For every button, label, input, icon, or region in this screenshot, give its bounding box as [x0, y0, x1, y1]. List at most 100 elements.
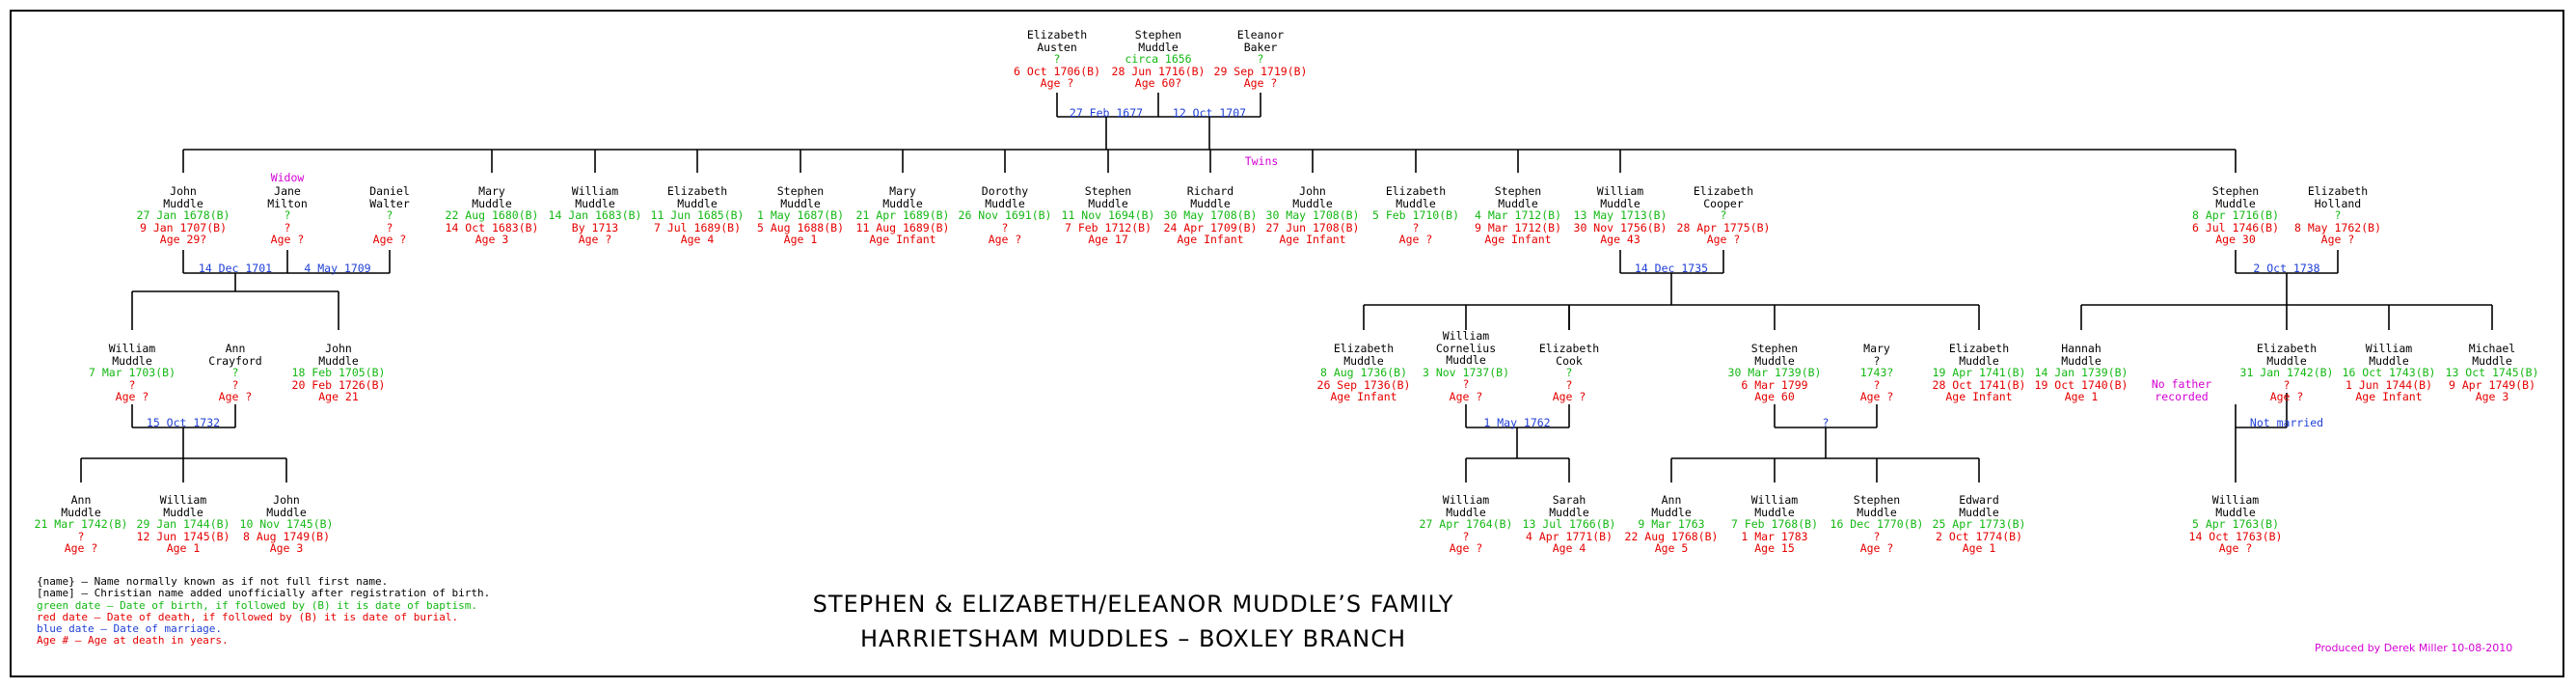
- person-death: 8 May 1762(B): [2293, 220, 2382, 234]
- person-birth: 5 Feb 1710(B): [1371, 208, 1460, 222]
- person-age: Age Infant: [1484, 233, 1552, 246]
- person-death: 28 Jun 1716(B): [1111, 64, 1206, 78]
- person-birth: 11 Jun 1685(B): [650, 208, 745, 222]
- person-name: Muddle: [575, 196, 615, 210]
- person-name: William: [1442, 493, 1490, 507]
- legend-entry: {name} – Name normally known as if not f…: [37, 575, 389, 588]
- person-age: Age ?: [1449, 541, 1483, 555]
- person-name: John: [1299, 184, 1326, 198]
- person-age: Age 3: [2475, 390, 2509, 403]
- person-death: 7 Feb 1712(B): [1064, 220, 1152, 234]
- person-age: Age ?: [1706, 233, 1741, 246]
- person-death: ?: [386, 220, 393, 234]
- person-name: Muddle: [163, 196, 203, 210]
- person-death: ?: [128, 377, 136, 392]
- person-birth: 1 May 1687(B): [756, 208, 845, 222]
- person-name: Muddle: [318, 353, 359, 368]
- person-name: Hannah: [2061, 342, 2101, 355]
- person-name: Elizabeth: [1948, 342, 2010, 355]
- person-birth: 5 Apr 1763(B): [2191, 517, 2279, 531]
- person-age: Age ?: [1859, 390, 1894, 403]
- person-name: Walter: [369, 196, 410, 210]
- marriage-date-m-cook: 1 May 1762: [1483, 416, 1551, 429]
- person-birth: 9 Mar 1763: [1638, 517, 1705, 531]
- person-name: Muddle: [2472, 353, 2512, 368]
- person-name: Elizabeth: [1333, 342, 1395, 355]
- legend-entry: Age # – Age at death in years.: [37, 634, 229, 648]
- person-age: Age ?: [2218, 541, 2253, 555]
- person-age: Age Infant: [1279, 233, 1346, 246]
- person-age: Age 30: [2215, 233, 2256, 246]
- person-name: Stephen: [776, 184, 825, 198]
- person-name: William: [1442, 329, 1490, 343]
- person-age: Age ?: [1398, 233, 1433, 246]
- person-death: ?: [1873, 377, 1881, 392]
- person-death: 14 Oct 1763(B): [2188, 529, 2283, 543]
- person-age: Age ?: [372, 233, 407, 246]
- legend-entry: [name] – Christian name added unofficial…: [37, 587, 491, 600]
- person-name: Muddle: [677, 196, 718, 210]
- person-birth: 7 Feb 1768(B): [1730, 517, 1819, 531]
- person-name: Elizabeth: [1026, 28, 1088, 41]
- person-name: Muddle: [1959, 353, 1999, 368]
- person-age: Age ?: [578, 233, 612, 246]
- person-name: Stephen: [1494, 184, 1542, 198]
- person-age: Age 1: [2064, 390, 2099, 403]
- person-name: Muddle: [2215, 196, 2256, 210]
- person-birth: 8 Apr 1716(B): [2191, 208, 2280, 222]
- person-death: 28 Apr 1775(B): [1676, 220, 1771, 234]
- person-age: Age 17: [1088, 233, 1128, 246]
- person-birth: ?: [284, 208, 291, 222]
- person-death: 9 Jan 1707(B): [139, 220, 227, 234]
- person-death: 27 Jun 1708(B): [1265, 220, 1360, 234]
- person-birth: 22 Aug 1680(B): [445, 208, 539, 222]
- person-name: Stephen: [1853, 493, 1901, 507]
- person-name: Muddle: [1343, 353, 1384, 368]
- person-name: William: [1596, 184, 1644, 198]
- person-name: Michael: [2468, 342, 2516, 355]
- person-birth: 13 May 1713(B): [1573, 208, 1668, 222]
- person-birth: 30 May 1708(B): [1163, 208, 1258, 222]
- person-name: Muddle: [1498, 196, 1538, 210]
- person-name: Holland: [2314, 196, 2362, 210]
- chart-frame: [10, 10, 2564, 677]
- person-name: Muddle: [985, 196, 1025, 210]
- title-line-2: HARRIETSHAM MUDDLES – BOXLEY BRANCH: [859, 625, 1407, 652]
- person-age: Age ?: [2320, 233, 2355, 246]
- person-name: Muddle: [163, 505, 203, 519]
- person-age: Age ?: [1243, 76, 1278, 90]
- person-name: Mary: [478, 184, 505, 198]
- person-birth: ?: [1720, 208, 1727, 222]
- person-age: Age 29?: [159, 233, 207, 246]
- person-birth: 31 Jan 1742(B): [2239, 366, 2334, 379]
- person-age: Age 60: [1754, 390, 1795, 403]
- person-name: John: [273, 493, 300, 507]
- person-name: Muddle: [1600, 196, 1641, 210]
- person-death: 14 Oct 1683(B): [445, 220, 539, 234]
- person-death: 20 Feb 1726(B): [291, 377, 386, 392]
- person-death: 9 Apr 1749(B): [2448, 377, 2535, 392]
- person-name: Muddle: [1446, 505, 1486, 519]
- person-age: Age ?: [1040, 76, 1074, 90]
- person-birth: ?: [1565, 366, 1573, 379]
- person-birth: 27 Apr 1764(B): [1419, 517, 1513, 531]
